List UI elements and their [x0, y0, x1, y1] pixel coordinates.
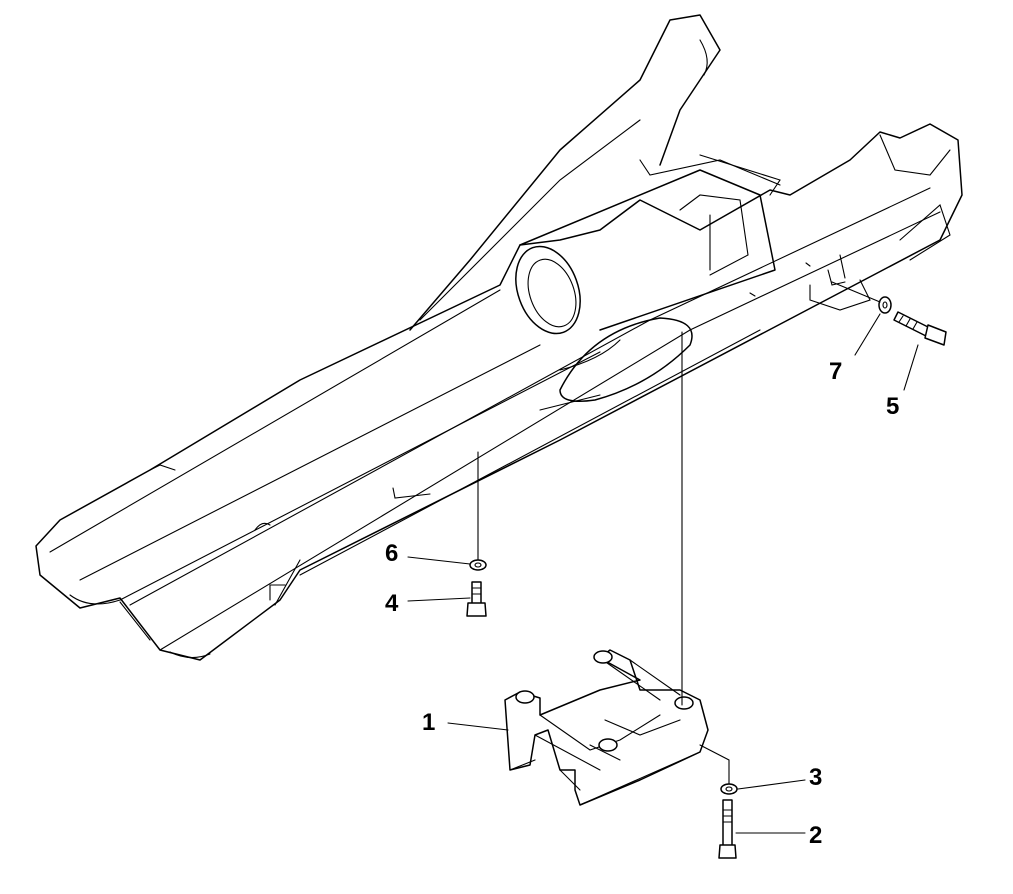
part-3-washer [720, 783, 738, 795]
callout-6: 6 [385, 540, 398, 567]
part-7-washer [878, 296, 892, 314]
assembly-lines [477, 281, 881, 785]
leader-lines [407, 313, 919, 834]
callout-4: 4 [385, 590, 399, 617]
part-6-washer [469, 559, 487, 571]
track-frame [35, 14, 963, 661]
callout-2: 2 [809, 822, 822, 849]
part-5-bolt [893, 311, 947, 346]
callout-1: 1 [422, 709, 435, 736]
part-4-bolt [466, 581, 487, 617]
part-2-bolt [718, 799, 737, 859]
part-1-bracket [504, 649, 709, 806]
callout-5: 5 [886, 393, 899, 420]
callout-3: 3 [809, 764, 822, 791]
callout-7: 7 [829, 358, 842, 385]
